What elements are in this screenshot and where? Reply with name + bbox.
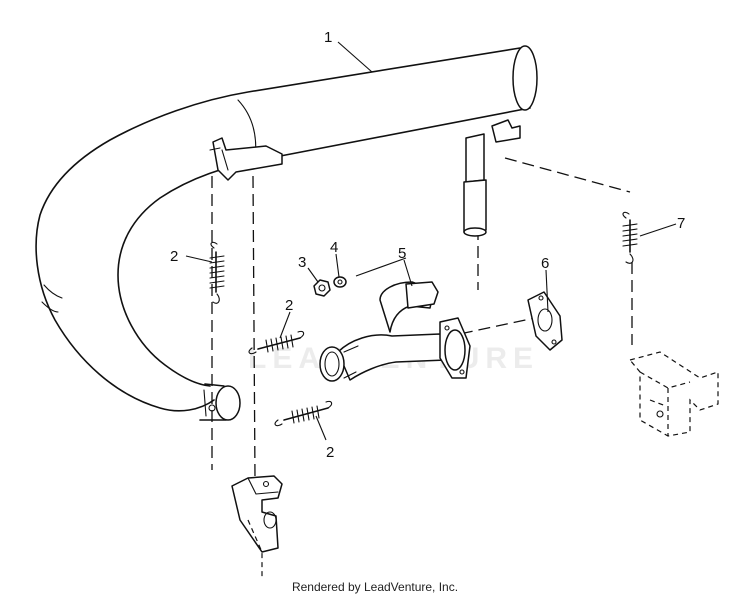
frame-bracket-left <box>231 475 283 580</box>
callout-6: 6 <box>541 255 549 272</box>
gasket-part-6 <box>527 291 563 351</box>
callout-3: 3 <box>298 254 306 271</box>
y-pipe-part-5 <box>319 281 471 382</box>
washer-part-4 <box>333 276 347 288</box>
callout-5: 5 <box>398 245 406 262</box>
callout-2-middle: 2 <box>285 297 293 314</box>
callout-7: 7 <box>677 215 685 232</box>
spring-right-part-7 <box>622 211 638 264</box>
callout-2-left: 2 <box>170 248 178 265</box>
spring-lower <box>274 400 333 427</box>
callout-1: 1 <box>324 29 332 46</box>
frame-bracket-right <box>628 351 719 437</box>
callout-2-lower: 2 <box>326 444 334 461</box>
muffler-part-1 <box>35 45 538 421</box>
assembly-guide-lines <box>211 157 633 481</box>
spring-middle <box>248 330 305 355</box>
nut-part-3 <box>313 279 331 297</box>
spring-left-vertical <box>209 241 225 304</box>
callout-4: 4 <box>330 239 338 256</box>
callout-leaders <box>185 41 677 441</box>
footer-credit: Rendered by LeadVenture, Inc. <box>291 580 459 594</box>
